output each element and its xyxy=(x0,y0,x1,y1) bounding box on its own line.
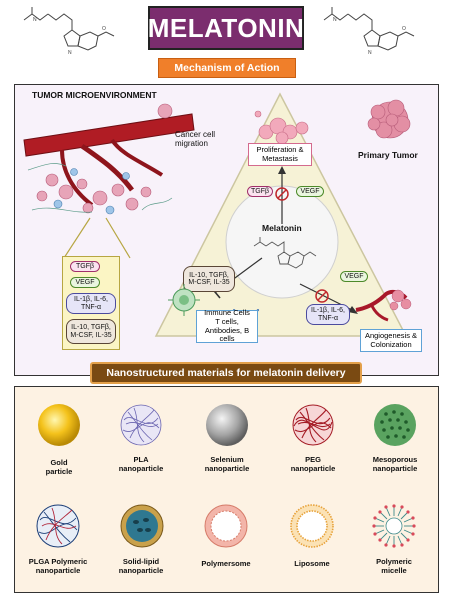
page-title: MELATONIN xyxy=(148,6,304,50)
polymersome-icon xyxy=(204,504,248,548)
polymeric-micelle-icon xyxy=(372,504,416,548)
tumor-microenvironment-label: TUMOR MICROENVIRONMENT xyxy=(32,90,157,100)
tme-vegf-pill: VEGF xyxy=(70,277,100,288)
svg-text:N: N xyxy=(68,50,72,56)
right-il-pill: IL-1β, IL-6, TNF-α xyxy=(306,304,350,325)
np-label-plga: PLGA Polymeric nanoparticle xyxy=(28,557,88,575)
melatonin-structure-right-icon: N N O xyxy=(323,7,415,56)
svg-text:N: N xyxy=(333,17,337,23)
gold-particle-icon xyxy=(38,404,80,446)
inhibit-proliferation-arrow xyxy=(275,166,289,224)
top-vegf-pill: VEGF xyxy=(296,186,324,197)
pla-nanoparticle-icon xyxy=(120,404,162,446)
right-vegf-pill: VEGF xyxy=(340,271,368,282)
left-il10-pill: IL-10, TGFβ, M-CSF, IL-35 xyxy=(183,266,235,292)
proliferation-box: Proliferation & Metastasis xyxy=(248,143,312,166)
np-label-solid-lipid: Solid-lipid nanoparticle xyxy=(118,557,164,575)
delivery-banner: Nanostructured materials for melatonin d… xyxy=(90,362,362,384)
mechanism-banner: Mechanism of Action xyxy=(158,58,296,78)
plga-nanoparticle-icon xyxy=(36,504,80,548)
peg-nanoparticle-icon xyxy=(292,404,334,446)
angiogenesis-box: Angiogenesis & Colonization xyxy=(360,329,422,352)
melatonin-molecule-icon xyxy=(253,237,317,269)
selenium-nanoparticle-icon xyxy=(206,404,248,446)
solid-lipid-nanoparticle-icon xyxy=(120,504,164,548)
np-label-polymersome: Polymersome xyxy=(201,559,251,568)
np-label-peg: PEG nanoparticle xyxy=(290,455,336,473)
np-label-mesoporous: Mesoporous nanoparticle xyxy=(372,455,418,473)
liposome-icon xyxy=(290,504,334,548)
blood-vessel-icon xyxy=(23,113,195,215)
mesoporous-nanoparticle-icon xyxy=(374,404,416,446)
proliferating-cells-icon xyxy=(254,110,309,145)
primary-tumor-icon xyxy=(367,99,411,139)
svg-text:O: O xyxy=(102,26,106,32)
tme-il10-pill: IL-10, TGFβ, M-CSF, IL-35 xyxy=(66,319,116,344)
np-label-pla: PLA nanoparticle xyxy=(118,455,164,473)
np-label-micelle: Polymeric micelle xyxy=(376,557,412,575)
migrating-cell-icon xyxy=(157,103,173,119)
primary-tumor-label: Primary Tumor xyxy=(358,150,418,160)
melatonin-center-label: Melatonin xyxy=(262,223,302,233)
tme-tgf-pill: TGFβ xyxy=(70,261,100,272)
immune-box: Immune Cells T cells, Antibodies, B cell… xyxy=(196,308,258,343)
svg-text:O: O xyxy=(402,26,406,32)
np-label-liposome: Liposome xyxy=(294,559,330,568)
tme-il-pill: IL-1β, IL-6, TNF-α xyxy=(66,293,116,314)
np-label-gold: Gold particle xyxy=(45,458,73,476)
melatonin-structure-left-icon: N N O xyxy=(23,7,115,56)
angiogenesis-vessel-icon xyxy=(355,289,412,322)
svg-text:N: N xyxy=(368,50,372,56)
np-label-selenium: Selenium nanoparticle xyxy=(204,455,250,473)
svg-text:N: N xyxy=(33,17,37,23)
zoom-callout xyxy=(63,217,131,259)
top-tgf-pill: TGFβ xyxy=(247,186,273,197)
immune-cell-icon xyxy=(168,284,200,316)
cancer-cell-migration-label: Cancer cell migration xyxy=(175,130,216,148)
